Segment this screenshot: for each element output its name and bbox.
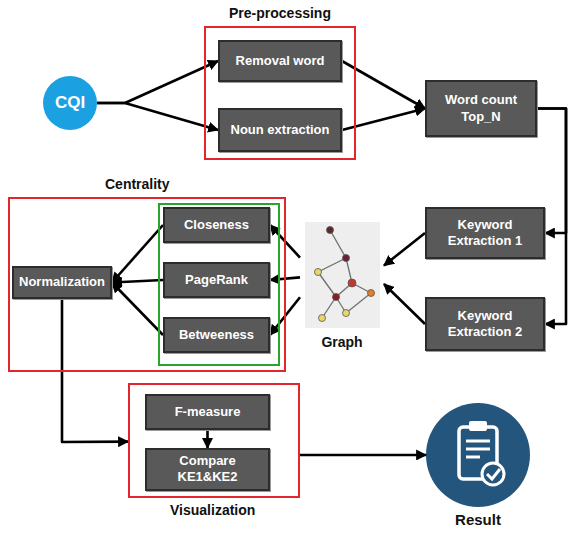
- clipboard-clip: [469, 421, 487, 431]
- group-title: Centrality: [105, 176, 170, 192]
- group-frame: Removal wordNoun extractionPre-processin…: [204, 26, 356, 160]
- box-label: Keyword Extraction 2: [433, 308, 537, 341]
- process-box: Noun extraction: [218, 108, 342, 152]
- box-label: Keyword Extraction 1: [433, 217, 537, 250]
- flow-arrow: [384, 284, 425, 324]
- process-box: Normalization: [12, 266, 112, 299]
- process-box: F-measure: [145, 394, 270, 430]
- source-label: CQI: [55, 93, 85, 113]
- process-box: Removal word: [218, 40, 342, 82]
- process-box: PageRank: [163, 262, 270, 298]
- flow-arrow: [97, 61, 218, 103]
- box-label: Betweeness: [179, 327, 254, 343]
- box-label: Compare KE1&KE2: [153, 453, 262, 486]
- process-box: Word count Top_N: [425, 80, 537, 137]
- process-box: Betweeness: [163, 317, 270, 353]
- check-badge: [482, 463, 504, 485]
- flow-arrow: [112, 225, 163, 283]
- process-box: Compare KE1&KE2: [145, 448, 270, 491]
- graph-background: [305, 222, 380, 328]
- result-icon: [426, 403, 530, 507]
- flow-arrow: [97, 103, 218, 130]
- flow-arrow: [112, 283, 163, 336]
- result-circle: [426, 403, 530, 507]
- flow-arrow: [300, 454, 426, 457]
- group-frame: F-measureCompare KE1&KE2Visualization: [128, 383, 300, 498]
- process-box: Keyword Extraction 2: [425, 297, 545, 351]
- result-node: Result: [426, 403, 530, 507]
- graph-edges: [318, 230, 371, 318]
- flow-arrow: [112, 280, 163, 283]
- box-label: F-measure: [175, 404, 241, 420]
- group-title: Visualization: [170, 502, 255, 518]
- flow-arrow: [384, 233, 425, 266]
- graph-label: Graph: [300, 334, 384, 350]
- box-label: Normalization: [19, 274, 105, 290]
- process-box: Closeness: [163, 207, 270, 243]
- check-mark: [487, 469, 500, 479]
- group-title: Pre-processing: [206, 5, 354, 21]
- clipboard-lines: [466, 441, 490, 457]
- group-frame: ClosenessPageRankBetweeness Normalization…: [8, 197, 286, 372]
- flow-arrow: [206, 430, 209, 448]
- box-label: Noun extraction: [231, 122, 330, 138]
- box-label: Removal word: [236, 53, 325, 69]
- box-label: Word count Top_N: [433, 92, 529, 125]
- graph-vertices: [315, 227, 375, 322]
- graph-node: Graph: [300, 218, 384, 350]
- box-label: Closeness: [184, 217, 249, 233]
- connectors: [62, 61, 566, 455]
- process-box: Keyword Extraction 1: [425, 207, 545, 259]
- graph-illustration: [305, 222, 380, 328]
- result-label: Result: [426, 511, 530, 528]
- box-label: PageRank: [185, 272, 248, 288]
- source-circle: CQI: [43, 76, 97, 130]
